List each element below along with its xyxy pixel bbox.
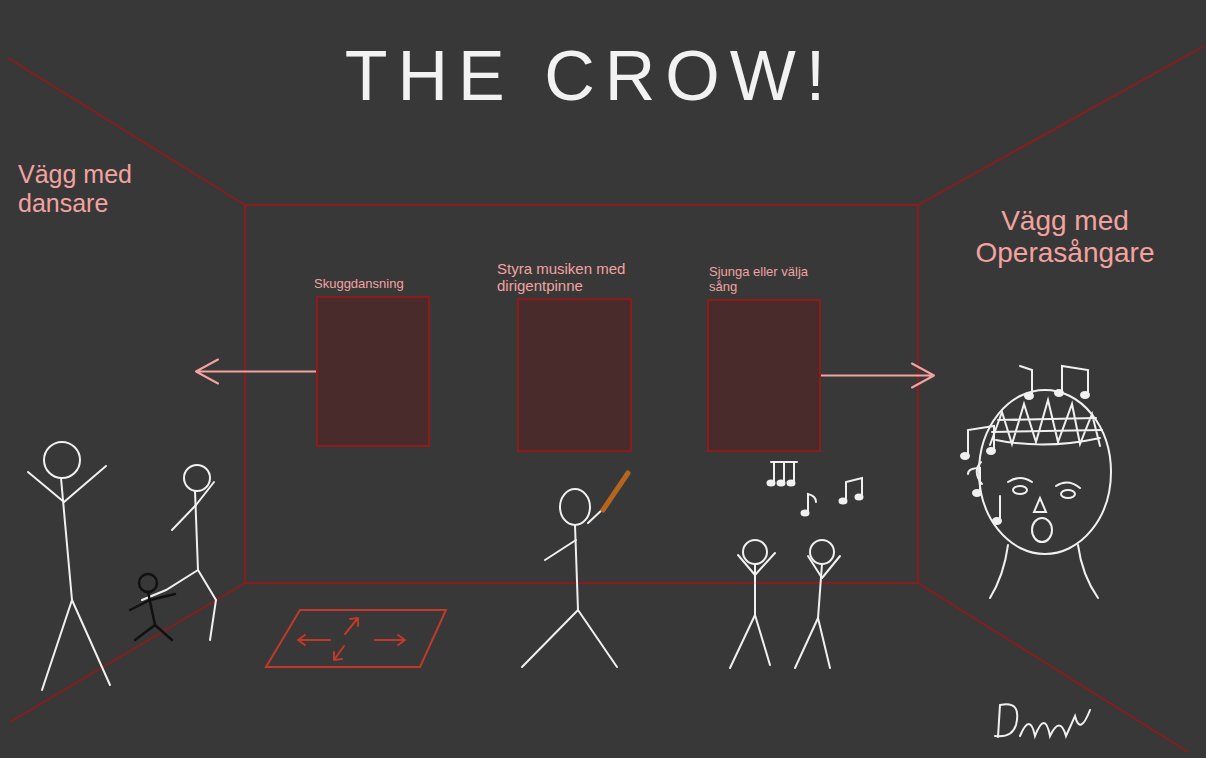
panel-heading: Skuggdansning: [314, 277, 444, 292]
music-notes-stroke: [768, 481, 775, 486]
dancer-figures-stroke: [64, 466, 106, 502]
shadow-dancer-stroke: [155, 625, 172, 640]
dance-mat-stroke: [334, 646, 344, 660]
wall-area: Vägg med Operasångare: [934, 205, 1196, 420]
shadow-dancer-stroke: [130, 600, 150, 610]
opera-singer-head-stroke: [1061, 490, 1075, 498]
dance-mat-stroke: [345, 618, 358, 634]
conductor-figure-stroke: [560, 489, 590, 525]
shadow-dancer-stroke: [139, 574, 157, 592]
music-notes-stroke: [846, 478, 862, 500]
room-lines-stroke: [10, 583, 245, 722]
wall-area: Vägg med dansare: [18, 160, 196, 410]
singer-figures: [730, 540, 840, 668]
music-notes-stroke: [856, 495, 863, 500]
wall-label: Vägg med Operasångare: [934, 205, 1196, 269]
dance-mat-stroke: [266, 610, 446, 667]
opera-singer-head-stroke: [1034, 498, 1046, 512]
music-notes-stroke: [1062, 366, 1088, 394]
music-notes-stroke: [999, 496, 1001, 520]
opera-singer-head-stroke: [1032, 518, 1052, 542]
singer-figures-stroke: [743, 540, 767, 564]
title: THE CROW!: [250, 38, 930, 115]
opera-singer-head-stroke: [977, 462, 982, 484]
music-notes-stroke: [840, 499, 847, 504]
music-notes-stroke: [961, 453, 969, 459]
dancer-figures-stroke: [198, 570, 216, 640]
opera-singer-head-stroke: [990, 545, 1098, 598]
conductor-figure-stroke: [545, 540, 576, 560]
singer-figures-stroke: [795, 618, 818, 668]
singer-figures-stroke: [730, 615, 755, 668]
singer-figures-stroke: [818, 618, 830, 668]
room-lines-stroke: [918, 46, 1204, 205]
singer-figures-stroke: [808, 556, 822, 578]
opera-singer-head: [977, 390, 1111, 598]
shadow-dancer: [130, 574, 175, 640]
screen-panel: Skuggdansning: [316, 296, 430, 447]
dancer-figures-stroke: [28, 472, 64, 502]
music-notes-stroke: [771, 462, 797, 482]
shadow-dancer-stroke: [150, 594, 175, 600]
conductor-figure-stroke: [522, 610, 578, 667]
music-notes-stroke: [1020, 366, 1032, 395]
wall-label: Vägg med dansare: [18, 160, 196, 218]
panel-heading: Styra musiken med dirigentpinne: [497, 260, 655, 295]
singer-figures-stroke: [755, 553, 775, 575]
screen-panel: Sjunga eller välja sång: [707, 299, 821, 452]
arrow-connector: [196, 360, 316, 384]
dancer-figures-stroke: [72, 600, 110, 685]
baton: [603, 473, 628, 510]
conductor-figure-stroke: [578, 610, 617, 667]
singer-figures-stroke: [738, 555, 755, 575]
room-lines: [8, 46, 1204, 752]
conductor-figure-stroke: [575, 525, 578, 610]
shadow-dancer-stroke: [148, 592, 155, 625]
panel-heading: Sjunga eller välja sång: [709, 265, 827, 295]
music-notes-stroke: [778, 481, 785, 486]
opera-singer-head-stroke: [1013, 486, 1027, 494]
room-lines-stroke: [918, 583, 1188, 752]
music-notes-stroke: [802, 511, 809, 516]
opera-singer-head-stroke: [979, 390, 1111, 554]
singer-figures-stroke: [810, 540, 834, 564]
music-notes-stroke: [808, 494, 816, 512]
music-notes-stroke: [987, 448, 995, 454]
dancer-figures-stroke: [44, 442, 80, 478]
singer-figures-stroke: [822, 556, 840, 578]
signature: [995, 704, 1090, 737]
shadow-dancer-stroke: [135, 625, 155, 640]
conductor-figure: [522, 489, 617, 667]
dancer-figures-stroke: [42, 600, 72, 690]
screen-panel: Styra musiken med dirigentpinne: [517, 298, 632, 452]
dancer-figures-stroke: [172, 505, 196, 530]
dance-mat-stroke: [298, 635, 330, 645]
singer-figures-stroke: [754, 564, 756, 615]
dancer-figures-stroke: [196, 482, 214, 505]
music-notes-stroke: [788, 481, 795, 486]
dancer-figures: [28, 442, 216, 690]
dance-mat-stroke: [375, 635, 405, 645]
room-lines-stroke: [245, 205, 918, 583]
dance-mat: [266, 610, 446, 667]
singer-figures-stroke: [755, 615, 770, 665]
arrow-connector: [821, 364, 934, 388]
dancer-figures-stroke: [184, 465, 210, 491]
music-notes-stroke: [1081, 392, 1089, 398]
opera-singer-head-stroke: [990, 400, 1102, 446]
